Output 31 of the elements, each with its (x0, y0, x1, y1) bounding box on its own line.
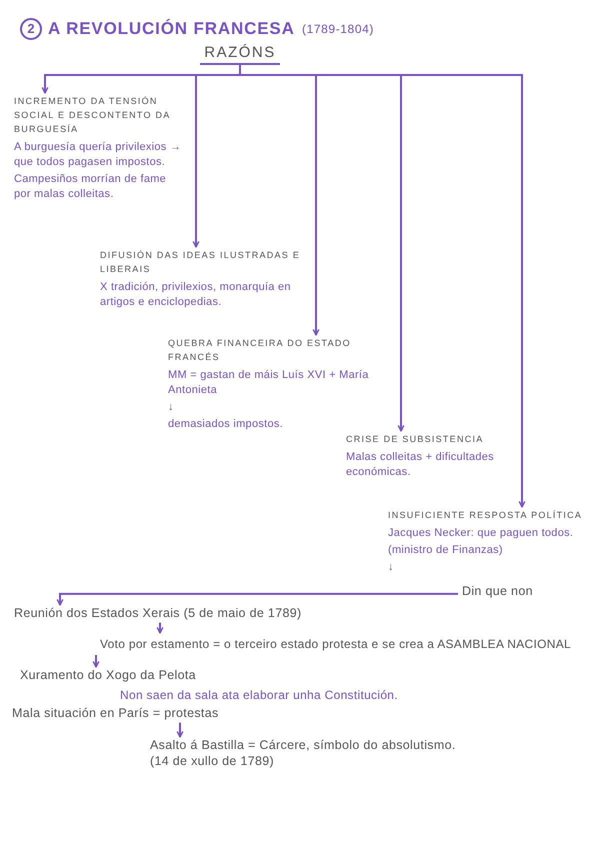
note-text: MM = gastan de máis Luís XVI + María Antonieta (168, 368, 370, 398)
note-text: ↓ (168, 400, 175, 415)
event-text: Xuramento do Xogo da Pelota (20, 668, 196, 684)
cause-heading: CRISE DE SUBSISTENCIA (346, 433, 484, 446)
note-text: Campesiños morrían de fame por malas colleitas. (14, 172, 168, 202)
note-text: Non saen da sala ata elaborar unha Constitución. (120, 687, 398, 704)
note-text: A burguesía quería privilexios → que todos pagasen impostos. (14, 140, 182, 170)
event-text: Reunión dos Estados Xerais (5 de maio de 1789) (14, 606, 302, 622)
event-text: Voto por estamento = o terceiro estado protesta e se crea a ASAMBLEA NACIONAL (99, 636, 572, 653)
event-text: Asalto á Bastilla = Cárcere, símbolo do absolutismo. (150, 738, 456, 754)
date-range: (1789-1804) (302, 21, 374, 38)
note-text: X tradición, privilexios, monarquía en artigos e enciclopedias. (100, 280, 292, 310)
cause-heading: QUEBRA FINANCEIRA DO ESTADO FRANCÉS (168, 337, 352, 364)
cause-heading: INCREMENTO DA TENSIÓN SOCIAL E DESCONTENTO DA BURGUESÍA (14, 95, 172, 136)
note-text: Din que non (462, 584, 533, 600)
cause-heading: DIFUSIÓN DAS IDEAS ILUSTRADAS E LIBERAIS (100, 249, 302, 276)
arrow (92, 655, 100, 668)
note-text: Malas colleitas + dificultades económicas. (346, 450, 495, 480)
note-text: demasiados impostos. (168, 417, 284, 432)
event-text: (14 de xullo de 1789) (150, 754, 276, 770)
heading-text: RAZÓNS (200, 44, 280, 65)
arrow (156, 622, 164, 634)
page-title: A REVOLUCIÓN FRANCESA (48, 18, 295, 40)
arrow (176, 722, 184, 738)
note-text: ↓ (388, 560, 395, 575)
cause-heading: INSUFICIENTE RESPOSTA POLÍTICA (388, 509, 584, 522)
note-text: Jacques Necker: que paguen todos. (388, 526, 574, 541)
number-badge: 2 (20, 18, 42, 40)
event-text: Mala situación en París = protestas (12, 706, 219, 722)
note-text: (ministro de Finanzas) (388, 543, 504, 558)
arrow (56, 592, 458, 606)
